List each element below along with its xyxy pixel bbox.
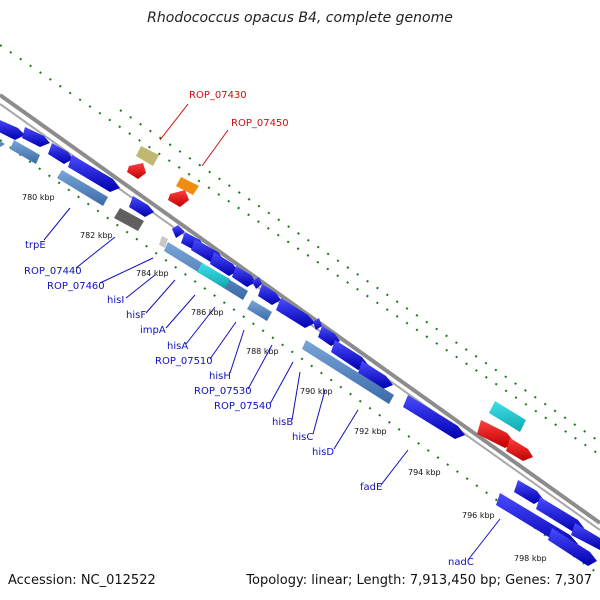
rna-arrow[interactable] (127, 163, 146, 179)
gene-arrow[interactable] (0, 118, 25, 140)
leader-hisD (333, 409, 359, 450)
gene-label-nadC[interactable]: nadC (448, 557, 474, 568)
gene-label-hisD[interactable]: hisD (312, 447, 334, 458)
gene-block[interactable] (302, 340, 394, 404)
leader-impA (165, 294, 196, 329)
leader-ROP_07450 (201, 129, 229, 167)
tick-label: 780 kbp (22, 193, 55, 202)
leader-ROP_07440 (75, 236, 116, 269)
gene-label-ROP_07460[interactable]: ROP_07460 (47, 281, 105, 292)
tick-label: 792 kbp (354, 427, 387, 436)
map-title: Rhodococcus opacus B4, complete genome (147, 10, 453, 26)
gene-arrow[interactable] (571, 523, 600, 550)
gene-arrow[interactable] (252, 277, 262, 289)
gene-label-hisI[interactable]: hisI (107, 295, 124, 306)
special-features (114, 146, 533, 461)
grid-line (119, 109, 600, 443)
feature-cyan[interactable] (197, 263, 230, 288)
gene-block[interactable] (0, 138, 5, 150)
gene-label-ROP_07510[interactable]: ROP_07510 (155, 356, 213, 367)
gene-arrow[interactable] (313, 318, 322, 330)
tick-label: 788 kbp (246, 347, 279, 356)
tick-label: 794 kbp (408, 468, 441, 477)
gene-arrow[interactable] (403, 395, 465, 439)
tick-label: 786 kbp (191, 308, 224, 317)
label-leaders (43, 103, 501, 561)
gene-label-hisF[interactable]: hisF (126, 310, 146, 321)
feature-orange[interactable] (176, 177, 199, 195)
tick-label: 784 kbp (136, 269, 169, 278)
leader-nadC (467, 518, 501, 561)
gene-arrow[interactable] (358, 361, 393, 389)
leader-hisA (185, 306, 216, 345)
gene-arrow[interactable] (331, 340, 369, 370)
leader-hisB (291, 371, 301, 421)
gene-arrow[interactable] (318, 326, 340, 346)
gene-label-hisC[interactable]: hisC (292, 432, 313, 443)
gene-arrow[interactable] (22, 127, 50, 147)
gene-arrow[interactable] (258, 284, 281, 305)
leader-ROP_07530 (247, 344, 273, 390)
leader-ROP_07510 (209, 321, 237, 360)
leader-hisI (125, 274, 156, 299)
leader-hisC (312, 389, 326, 435)
leader-fadE (380, 449, 409, 486)
accession-text: Accession: NC_012522 (8, 573, 156, 588)
feature-cyan[interactable] (489, 401, 526, 432)
gene-arrow[interactable] (48, 143, 73, 164)
gene-arrow[interactable] (68, 155, 120, 192)
tick-label: 782 kbp (80, 231, 113, 240)
grid-line (0, 44, 600, 456)
tick-label: 796 kbp (462, 511, 495, 520)
leader-hisH (229, 329, 245, 374)
gene-arrow[interactable] (232, 266, 256, 287)
feature-olive[interactable] (136, 146, 159, 166)
gene-label-impA[interactable]: impA (140, 325, 166, 336)
gene-label-ROP_07450[interactable]: ROP_07450 (231, 118, 289, 129)
gene-arrow[interactable] (514, 480, 543, 504)
gene-arrow[interactable] (536, 497, 584, 533)
rna-arrow[interactable] (506, 438, 533, 461)
tick-label: 790 kbp (300, 387, 333, 396)
genes-forward (0, 118, 600, 566)
gene-block[interactable] (247, 300, 272, 321)
gene-arrow[interactable] (276, 298, 315, 328)
gene-block[interactable] (57, 170, 108, 206)
axis-line-outer (0, 93, 600, 525)
gene-label-ROP_07440[interactable]: ROP_07440 (24, 266, 82, 277)
leader-trpE (43, 207, 71, 241)
feature-small-gray[interactable] (159, 236, 168, 248)
gene-label-hisB[interactable]: hisB (272, 417, 293, 428)
rna-arrow[interactable] (477, 420, 515, 448)
gene-arrow[interactable] (210, 252, 238, 276)
gene-label-ROP_07530[interactable]: ROP_07530 (194, 386, 252, 397)
feature-gray[interactable] (114, 208, 144, 231)
grid-lines (0, 44, 600, 576)
leader-hisF (145, 279, 176, 314)
gene-arrow[interactable] (548, 528, 597, 566)
leader-ROP_07540 (269, 361, 294, 405)
gene-label-hisH[interactable]: hisH (209, 371, 231, 382)
leader-ROP_07460 (99, 257, 154, 284)
rna-arrow[interactable] (168, 190, 189, 207)
leader-ROP_07430 (159, 103, 189, 141)
gene-arrow[interactable] (172, 225, 185, 238)
tick-label: 798 kbp (514, 554, 547, 563)
gene-label-fadE[interactable]: fadE (360, 482, 382, 493)
gene-block[interactable] (10, 140, 40, 164)
gene-label-trpE[interactable]: trpE (25, 240, 46, 251)
topology-text: Topology: linear; Length: 7,913,450 bp; … (246, 573, 592, 588)
gene-label-ROP_07540[interactable]: ROP_07540 (214, 401, 272, 412)
gene-label-hisA[interactable]: hisA (167, 341, 188, 352)
gene-arrow[interactable] (129, 196, 154, 217)
gene-label-ROP_07430[interactable]: ROP_07430 (189, 90, 247, 101)
